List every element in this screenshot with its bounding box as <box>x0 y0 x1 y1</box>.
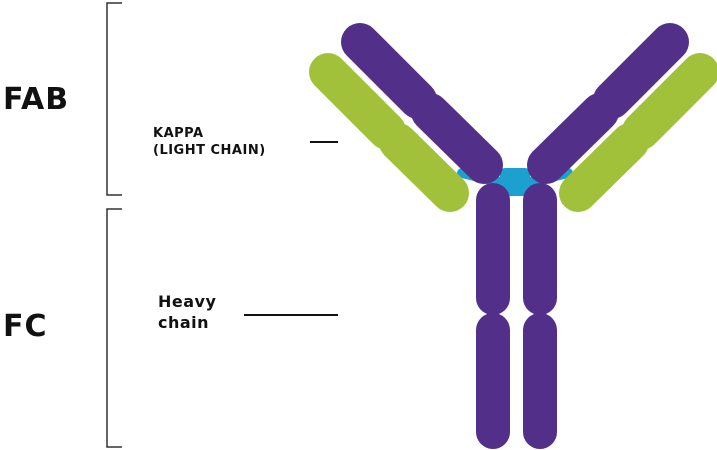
heavy-chain-label: Heavy chain <box>158 292 216 334</box>
kappa-light-chain-label: KAPPA (LIGHT CHAIN) <box>153 126 266 160</box>
heavy-label-line-2: chain <box>158 312 210 332</box>
left-light-chain <box>309 53 469 212</box>
right-heavy-chain-fab <box>527 23 689 184</box>
heavy-label-line-1: Heavy <box>158 292 217 311</box>
right-light-chain <box>559 53 717 212</box>
left-heavy-chain-fab <box>341 23 503 184</box>
fc-bracket <box>106 208 122 448</box>
fab-bracket <box>106 2 122 196</box>
fab-label: FAB <box>3 82 70 117</box>
kappa-label-line-2: (LIGHT CHAIN) <box>153 142 266 158</box>
kappa-label-line-1: KAPPA <box>153 126 204 141</box>
fc-label: FC <box>3 309 48 344</box>
